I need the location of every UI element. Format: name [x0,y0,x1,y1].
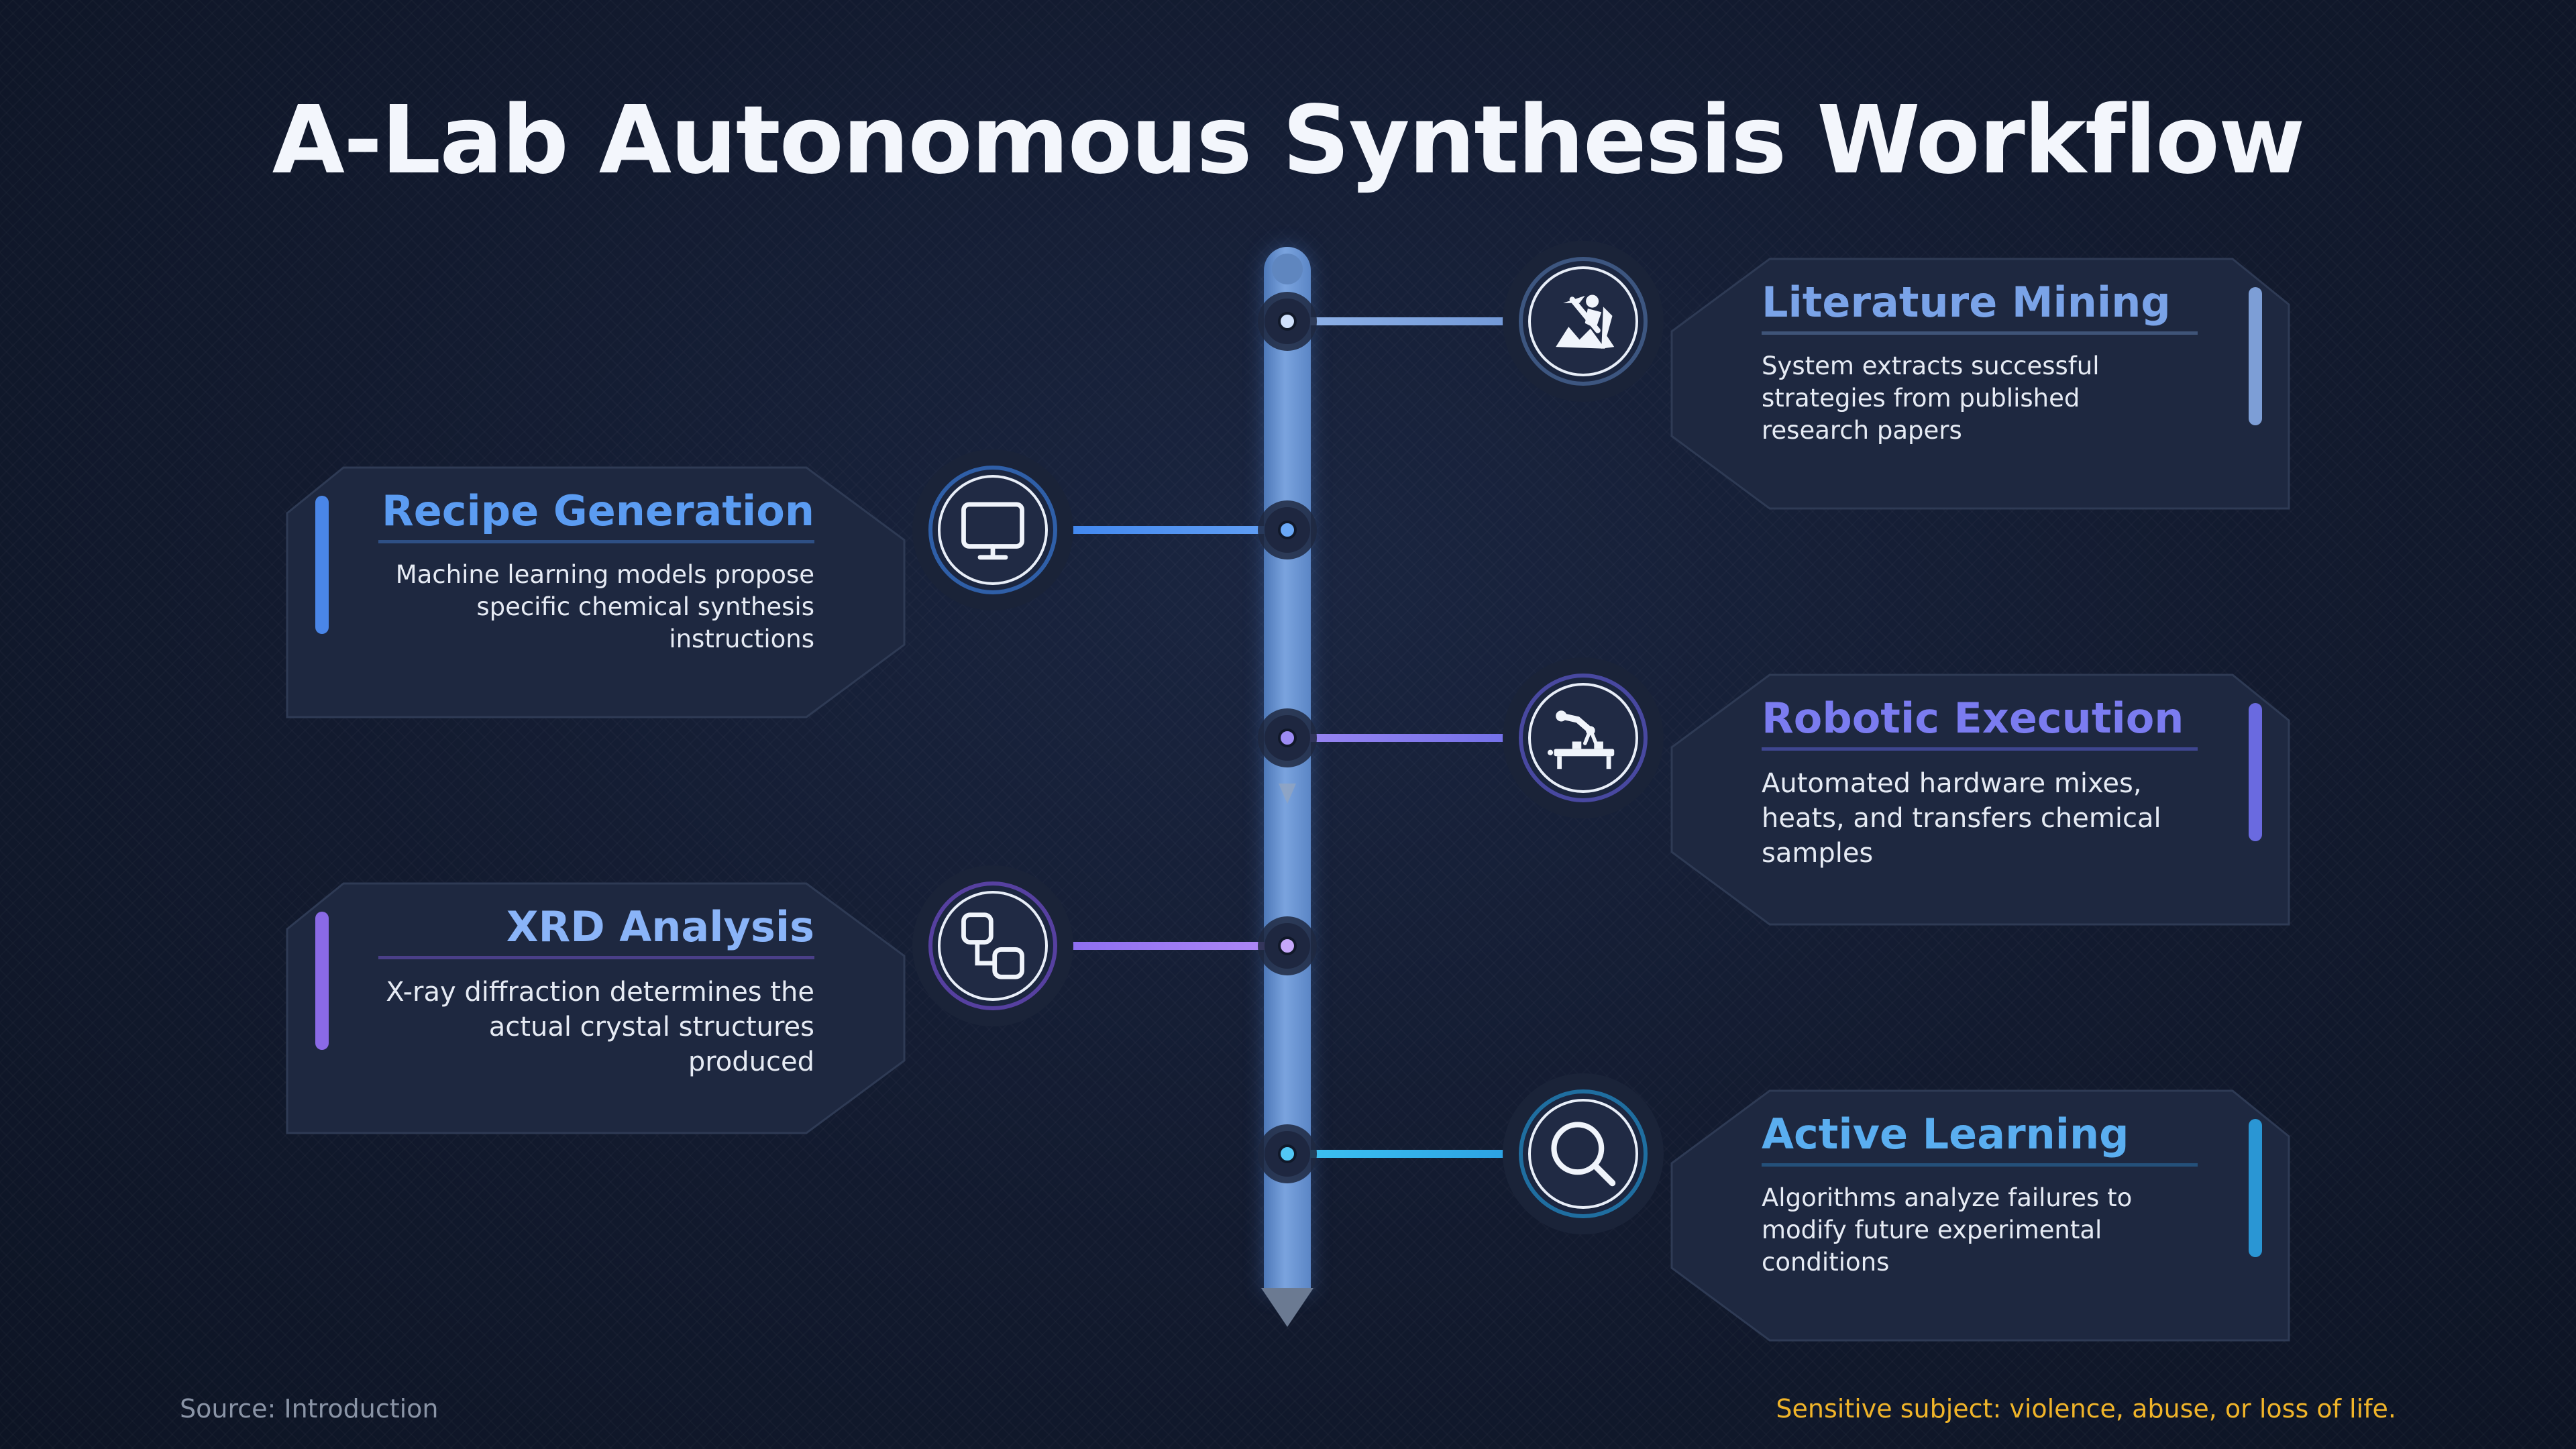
card-literature-mining: Literature Mining System extracts succes… [1670,258,2290,510]
card-accent-bar [2249,703,2262,841]
robot-arm-icon [1547,710,1615,769]
connector-step-1 [1287,317,1536,325]
card-robotic-execution: Robotic Execution Automated hardware mix… [1670,674,2290,926]
page-title: A-Lab Autonomous Synthesis Workflow [272,86,2306,195]
step-description: Algorithms analyze failures to modify fu… [1762,1183,2133,1277]
step-title: Active Learning [1762,1110,2129,1159]
timeline-node-5 [1265,1131,1310,1177]
badge-recipe-generation [912,449,1073,610]
card-recipe-generation: Recipe Generation Machine learning model… [286,466,906,718]
step-title: XRD Analysis [506,902,814,951]
timeline-direction-arrow [1279,784,1296,804]
timeline-node-1 [1265,299,1310,344]
title-underline [1762,331,2198,335]
badge-literature-mining [1503,241,1664,402]
monitor-icon [961,502,1024,560]
card-xrd-analysis: XRD Analysis X-ray diffraction determine… [286,882,906,1134]
step-description: Machine learning models propose specific… [395,560,814,653]
title-underline [378,540,814,543]
connector-step-5 [1287,1150,1536,1158]
card-accent-bar [2249,1119,2262,1257]
step-title: Recipe Generation [382,486,814,535]
miner-pickaxe-icon [1556,294,1615,349]
card-active-learning: Active Learning Algorithms analyze failu… [1670,1089,2290,1342]
timeline-spine-tip [1261,1288,1313,1327]
timeline-node-2 [1265,507,1310,553]
connector-step-2 [1046,526,1287,534]
title-underline [378,956,814,959]
title-underline [1762,747,2198,751]
step-description: X-ray diffraction determines the actual … [386,977,814,1077]
timeline-spine [1264,247,1311,1293]
badge-xrd-analysis [912,865,1073,1026]
timeline-spine-cap [1272,254,1303,284]
sensitive-notice: Sensitive subject: violence, abuse, or l… [1776,1394,2396,1424]
badge-robotic-execution [1503,657,1664,818]
source-caption: Source: Introduction [180,1394,439,1424]
timeline-node-4 [1265,923,1310,969]
badge-active-learning [1503,1073,1664,1234]
card-accent-bar [315,912,329,1050]
card-accent-bar [315,496,329,634]
magnifier-icon [1551,1122,1616,1187]
step-description: System extracts successful strategies fr… [1762,352,2100,445]
step-title: Literature Mining [1762,278,2171,327]
connector-step-4 [1046,942,1287,950]
step-title: Robotic Execution [1762,694,2184,743]
title-underline [1762,1163,2198,1167]
step-description: Automated hardware mixes, heats, and tra… [1762,768,2161,869]
connector-step-3 [1287,734,1536,742]
card-accent-bar [2249,287,2262,425]
timeline-node-3 [1265,715,1310,761]
flowchart-nodes-icon [961,912,1024,979]
